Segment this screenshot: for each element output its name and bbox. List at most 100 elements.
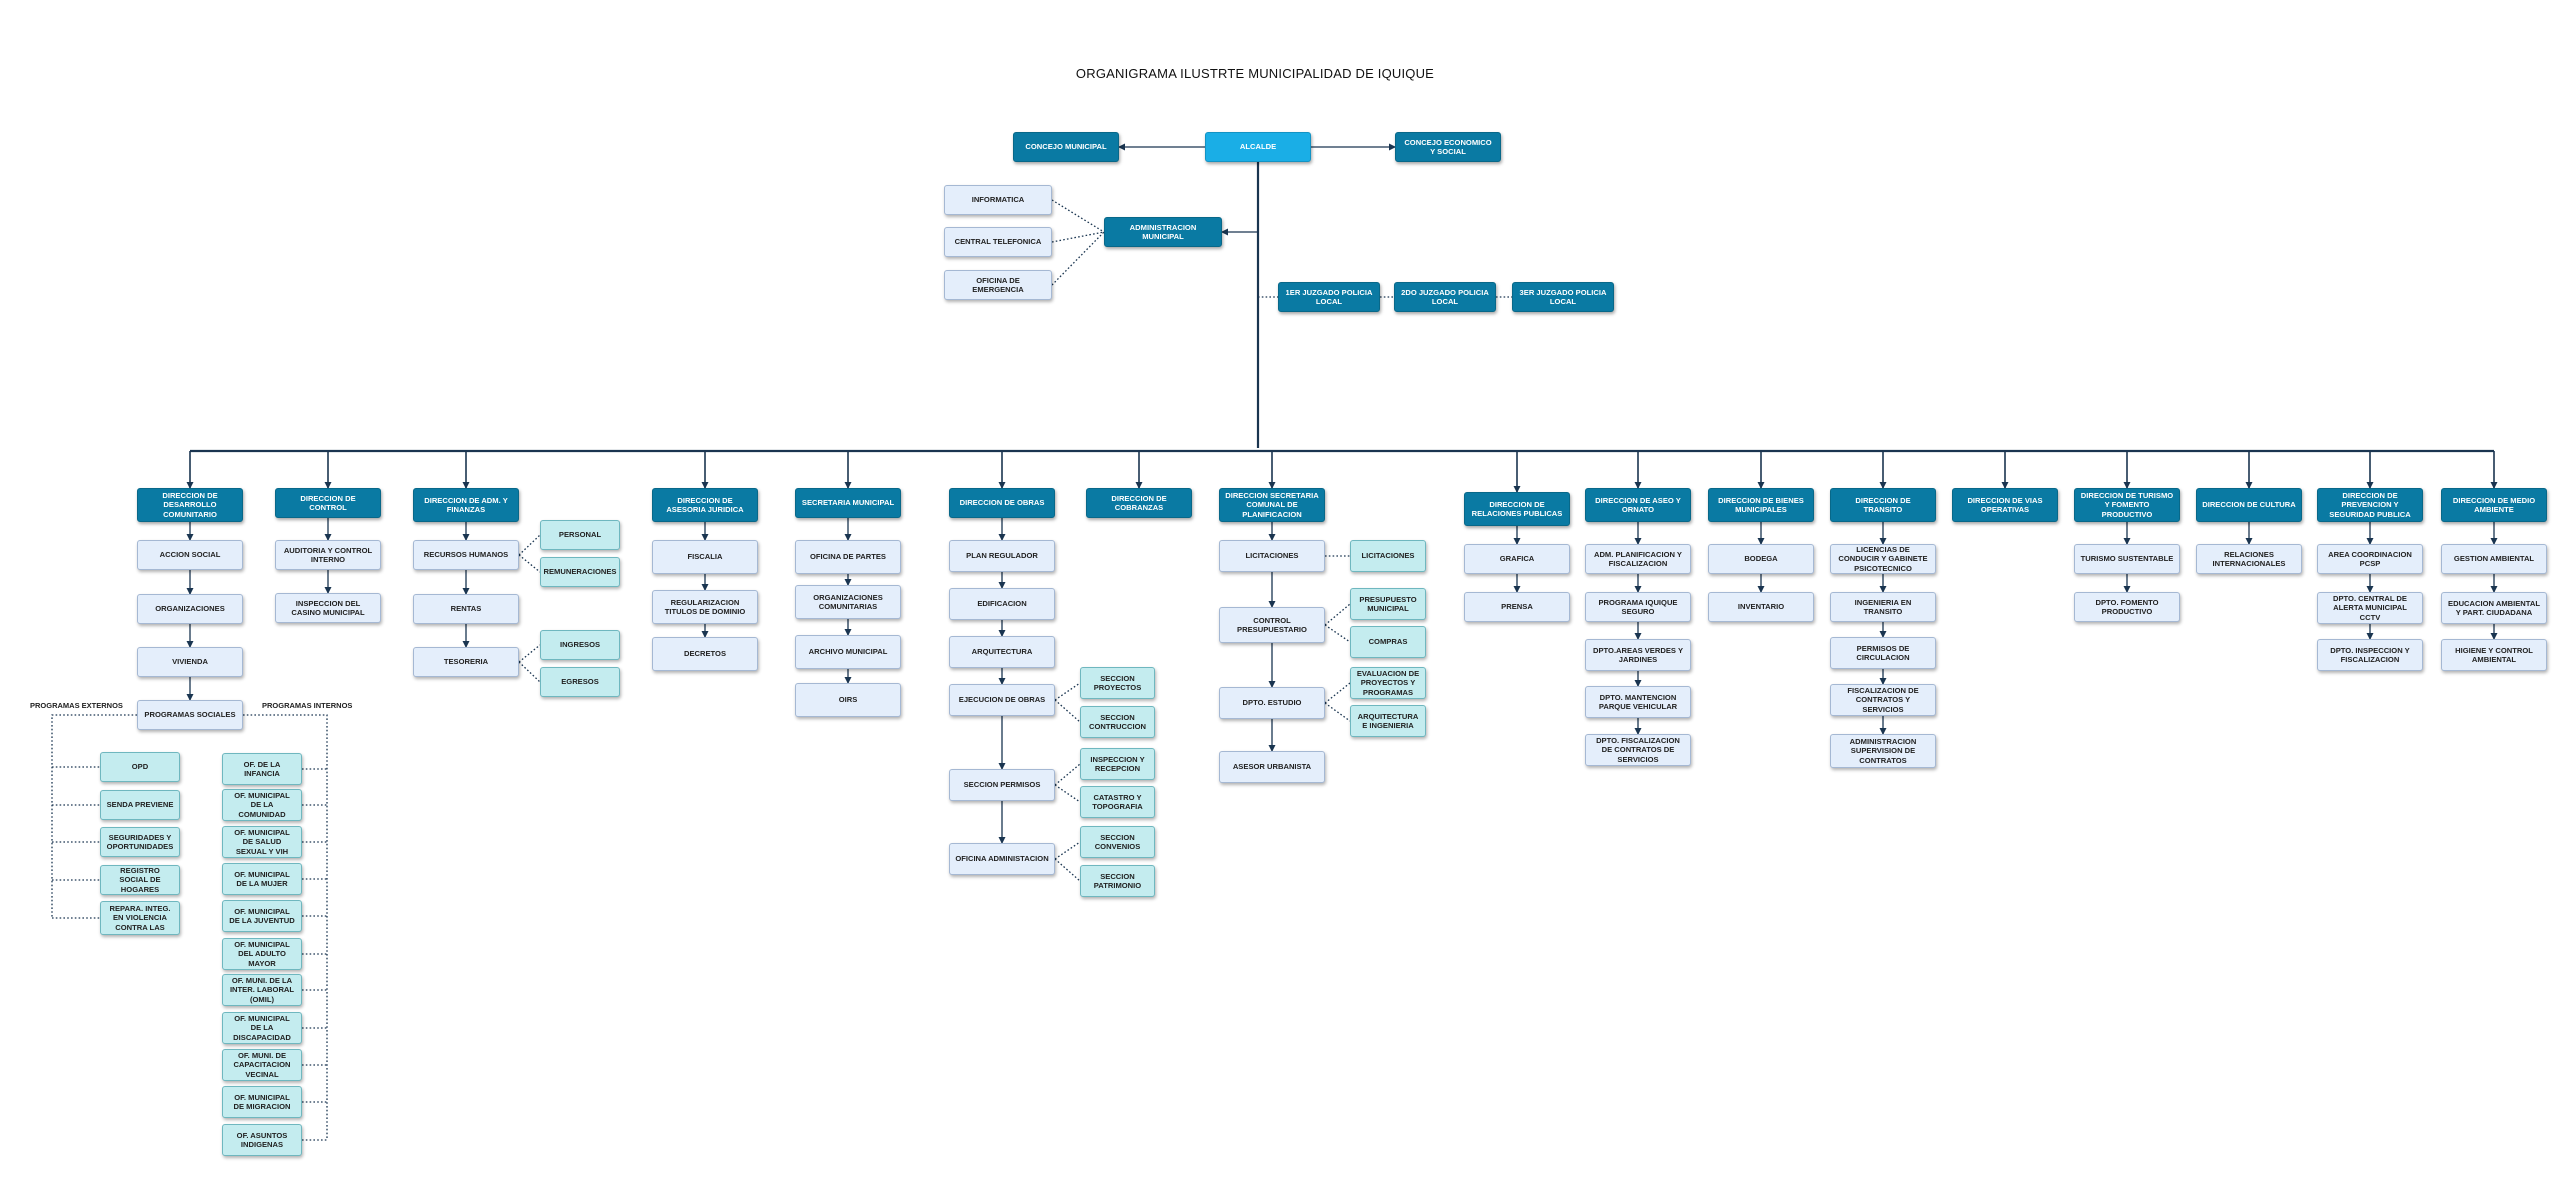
box-gestion-ambiental: GESTION AMBIENTAL	[2441, 544, 2547, 574]
dir-cobranzas-box: DIRECCION DE COBRANZAS	[1086, 488, 1192, 518]
box-dpto-areas-verdes-y-jardines: DPTO.AREAS VERDES Y JARDINES	[1585, 639, 1691, 671]
connector-line	[1054, 784, 1081, 803]
box-organizaciones: ORGANIZACIONES	[137, 594, 243, 624]
box-of-asuntos-indigenas: OF. ASUNTOS INDIGENAS	[222, 1124, 302, 1156]
box-senda-previene: SENDA PREVIENE	[100, 790, 180, 820]
box-vivienda: VIVIENDA	[137, 647, 243, 677]
connector-line	[1324, 603, 1351, 626]
connector-line	[1324, 702, 1351, 722]
box-seccion-patrimonio: SECCION PATRIMONIO	[1080, 865, 1155, 897]
box-archivo-municipal: ARCHIVO MUNICIPAL	[795, 635, 901, 669]
box-catastro-y-topografia: CATASTRO Y TOPOGRAFIA	[1080, 786, 1155, 818]
box-rentas: RENTAS	[413, 594, 519, 624]
chart-title: ORGANIGRAMA ILUSTRTE MUNICIPALIDAD DE IQ…	[1075, 66, 1435, 81]
box-of-de-la-infancia: OF. DE LA INFANCIA	[222, 753, 302, 785]
dir-prevencion-box: DIRECCION DE PREVENCION Y SEGURIDAD PUBL…	[2317, 488, 2423, 522]
box-2do-juzgado-policia-local: 2DO JUZGADO POLICIA LOCAL	[1394, 282, 1496, 312]
box-fiscalizacion-de-contratos-y-servicios: FISCALIZACION DE CONTRATOS Y SERVICIOS	[1830, 684, 1936, 716]
dir-cultura-box: DIRECCION DE CULTURA	[2196, 488, 2302, 522]
connector-line	[1054, 682, 1081, 701]
box-seccion-contruccion: SECCION CONTRUCCION	[1080, 706, 1155, 738]
box-seccion-permisos: SECCION PERMISOS	[949, 769, 1055, 801]
box-inspeccion-del-casino-municipal: INSPECCION DEL CASINO MUNICIPAL	[275, 593, 381, 623]
box-prensa: PRENSA	[1464, 592, 1570, 622]
box-evaluacion-de-proyectos-y-programas: EVALUACION DE PROYECTOS Y PROGRAMAS	[1350, 667, 1426, 699]
connector-line	[1054, 699, 1081, 723]
box-seccion-convenios: SECCION CONVENIOS	[1080, 826, 1155, 858]
connector-line	[243, 714, 328, 1140]
box-of-municipal-del-adulto-mayor: OF. MUNICIPAL DEL ADULTO MAYOR	[222, 938, 302, 970]
box-asesor-urbanista: ASESOR URBANISTA	[1219, 751, 1325, 783]
box-dpto-fiscalizacion-de-contratos-de-servicios: DPTO. FISCALIZACION DE CONTRATOS DE SERV…	[1585, 734, 1691, 766]
box-inspeccion-y-recepcion: INSPECCION Y RECEPCION	[1080, 748, 1155, 780]
connector-line	[1054, 841, 1081, 860]
dir-turismo-box: DIRECCION DE TURISMO Y FOMENTO PRODUCTIV…	[2074, 488, 2180, 522]
box-programas-sociales: PROGRAMAS SOCIALES	[137, 700, 243, 730]
box-tesoreria: TESORERIA	[413, 647, 519, 677]
box-inventario: INVENTARIO	[1708, 592, 1814, 622]
box-permisos-de-circulacion: PERMISOS DE CIRCULACION	[1830, 637, 1936, 669]
box-personal: PERSONAL	[540, 520, 620, 550]
box-compras: COMPRAS	[1350, 626, 1426, 658]
dir-relaciones-box: DIRECCION DE RELACIONES PUBLICAS	[1464, 492, 1570, 526]
box-dpto-inspeccion-y-fiscalizacion: DPTO. INSPECCION Y FISCALIZACION	[2317, 639, 2423, 671]
box-opd: OPD	[100, 752, 180, 782]
connector-line	[518, 644, 541, 663]
box-of-municipal-de-la-mujer: OF. MUNICIPAL DE LA MUJER	[222, 863, 302, 895]
box-seccion-proyectos: SECCION PROYECTOS	[1080, 667, 1155, 699]
box-regularizacion-titulos-de-dominio: REGULARIZACION TITULOS DE DOMINIO	[652, 590, 758, 624]
programas-externos-label: PROGRAMAS EXTERNOS	[30, 701, 123, 710]
box-dpto-estudio: DPTO. ESTUDIO	[1219, 687, 1325, 719]
connector-line	[1051, 231, 1105, 243]
connector-line	[51, 714, 137, 918]
box-area-coordinacion-pcsp: AREA COORDINACION PCSP	[2317, 544, 2423, 574]
dir-obras-box: DIRECCION DE OBRAS	[949, 488, 1055, 518]
connector-line	[1051, 231, 1105, 286]
box-accion-social: ACCION SOCIAL	[137, 540, 243, 570]
box-licitaciones: LICITACIONES	[1219, 540, 1325, 572]
box-control-presupuestario: CONTROL PRESUPUESTARIO	[1219, 607, 1325, 643]
box-arquitectura: ARQUITECTURA	[949, 636, 1055, 668]
box-oficina-de-emergencia: OFICINA DE EMERGENCIA	[944, 270, 1052, 300]
dir-transito-box: DIRECCION DE TRANSITO	[1830, 488, 1936, 522]
box-registro-social-de-hogares: REGISTRO SOCIAL DE HOGARES	[100, 865, 180, 895]
box-central-telefonica: CENTRAL TELEFONICA	[944, 227, 1052, 257]
box-turismo-sustentable: TURISMO SUSTENTABLE	[2074, 544, 2180, 574]
dir-asesoria-box: DIRECCION DE ASESORIA JURIDICA	[652, 488, 758, 522]
connector-line	[1051, 199, 1105, 233]
box-higiene-y-control-ambiental: HIGIENE Y CONTROL AMBIENTAL	[2441, 639, 2547, 671]
box-of-municipal-de-migracion: OF. MUNICIPAL DE MIGRACION	[222, 1086, 302, 1118]
box-1er-juzgado-policia-local: 1ER JUZGADO POLICIA LOCAL	[1278, 282, 1380, 312]
connector-line	[1054, 858, 1081, 882]
box-informatica: INFORMATICA	[944, 185, 1052, 215]
concejo-municipal-box: CONCEJO MUNICIPAL	[1013, 132, 1119, 162]
connector-line	[1324, 682, 1351, 704]
box-3er-juzgado-policia-local: 3ER JUZGADO POLICIA LOCAL	[1512, 282, 1614, 312]
box-oficina-administacion: OFICINA ADMINISTACION	[949, 843, 1055, 875]
box-ingenieria-en-transito: INGENIERIA EN TRANSITO	[1830, 592, 1936, 622]
box-auditoria-y-control-interno: AUDITORIA Y CONTROL INTERNO	[275, 540, 381, 570]
box-licencias-de-conducir-y-gabinete-psicotecnico: LICENCIAS DE CONDUCIR Y GABINETE PSICOTE…	[1830, 544, 1936, 574]
box-dpto-central-de-alerta-municipal-cctv: DPTO. CENTRAL DE ALERTA MUNICIPAL CCTV	[2317, 592, 2423, 624]
box-of-municipal-de-salud-sexual-y-vih: OF. MUNICIPAL DE SALUD SEXUAL Y VIH	[222, 826, 302, 858]
box-arquitectura-e-ingenieria: ARQUITECTURA E INGENIERIA	[1350, 705, 1426, 737]
box-ingresos: INGRESOS	[540, 630, 620, 660]
connector-line	[1324, 624, 1351, 643]
box-of-municipal-de-la-comunidad: OF. MUNICIPAL DE LA COMUNIDAD	[222, 789, 302, 821]
box-remuneraciones: REMUNERACIONES	[540, 557, 620, 587]
dir-secretaria-box: SECRETARIA MUNICIPAL	[795, 488, 901, 518]
connector-line	[518, 554, 541, 573]
administracion-municipal-box: ADMINISTRACION MUNICIPAL	[1104, 217, 1222, 247]
box-licitaciones: LICITACIONES	[1350, 540, 1426, 572]
box-edificacion: EDIFICACION	[949, 588, 1055, 620]
box-ejecucion-de-obras: EJECUCION DE OBRAS	[949, 684, 1055, 716]
box-organizaciones-comunitarias: ORGANIZACIONES COMUNITARIAS	[795, 585, 901, 619]
box-dpto-mantencion-parque-vehicular: DPTO. MANTENCION PARQUE VEHICULAR	[1585, 686, 1691, 718]
box-of-muni-de-la-inter-laboral-omil: OF. MUNI. DE LA INTER. LABORAL (OMIL)	[222, 974, 302, 1006]
box-adm-planificacion-y-fiscalizacion: ADM. PLANIFICACION Y FISCALIZACION	[1585, 544, 1691, 574]
dir-bienes-box: DIRECCION DE BIENES MUNICIPALES	[1708, 488, 1814, 522]
box-plan-regulador: PLAN REGULADOR	[949, 540, 1055, 572]
box-grafica: GRAFICA	[1464, 544, 1570, 574]
